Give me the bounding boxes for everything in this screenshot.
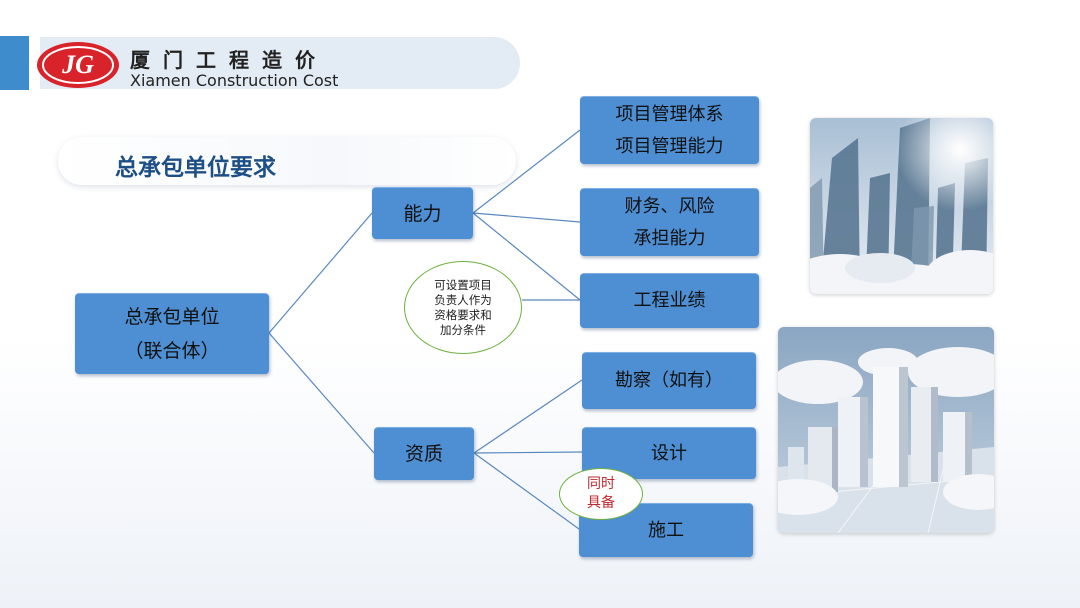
finance-risk-line1: 财务、风险 [624, 195, 715, 217]
performance-note-line4: 加分条件 [440, 322, 486, 337]
construction-label: 施工 [648, 519, 684, 541]
root-node: 总承包单位 （联合体） [75, 293, 269, 374]
company-name-en: Xiamen Construction Cost [130, 71, 339, 90]
simultaneous-note-line2: 具备 [587, 495, 615, 511]
connector-root-capability [268, 212, 373, 334]
performance-note-line2: 负责人作为 [434, 292, 492, 307]
mgmt-system-line2: 项目管理能力 [615, 135, 724, 157]
connector-qualification-construction [473, 452, 580, 530]
finance-risk-node: 财务、风险 承担能力 [580, 188, 759, 256]
connector-capability-mgmt [472, 129, 581, 214]
city-blocks-photo [778, 327, 994, 533]
root-node-line1: 总承包单位 [124, 306, 220, 328]
mgmt-system-node: 项目管理体系 项目管理能力 [580, 96, 759, 164]
performance-label: 工程业绩 [633, 290, 706, 311]
simultaneous-note-bubble: 同时 具备 [559, 468, 643, 520]
qualification-node-label: 资质 [404, 443, 443, 465]
design-label: 设计 [651, 442, 687, 464]
logo-ellipse [37, 42, 119, 88]
header-band [40, 37, 520, 89]
survey-label: 勘察（如有） [615, 370, 723, 391]
page-title: 总承包单位要求 [115, 155, 276, 181]
performance-node: 工程业绩 [580, 273, 759, 328]
capability-node: 能力 [372, 187, 473, 239]
connector-qualification-design [473, 451, 583, 454]
capability-node-label: 能力 [403, 202, 442, 225]
performance-note-bubble: 可设置项目 负责人作为 资格要求和 加分条件 [404, 261, 522, 354]
survey-node: 勘察（如有） [582, 352, 756, 409]
logo-ring [42, 46, 114, 84]
qualification-node: 资质 [374, 427, 474, 480]
performance-note-line3: 资格要求和 [434, 307, 492, 322]
logo-text: JG [61, 50, 94, 79]
root-node-line2: （联合体） [124, 340, 220, 362]
mgmt-system-line1: 项目管理体系 [615, 103, 724, 125]
skyscraper-photo [810, 118, 993, 294]
finance-risk-line2: 承担能力 [633, 227, 706, 249]
connector-root-qualification [268, 332, 375, 454]
company-name-cn: 厦门工程造价 [130, 48, 328, 72]
simultaneous-note-line1: 同时 [587, 476, 615, 492]
connector-capability-performance [472, 212, 581, 301]
company-logo: JG [37, 42, 119, 88]
left-accent-bar [0, 36, 29, 90]
connector-qualification-survey [473, 379, 583, 454]
title-pill [58, 137, 516, 185]
connector-capability-finance [472, 212, 581, 223]
performance-note-line1: 可设置项目 [434, 277, 492, 292]
